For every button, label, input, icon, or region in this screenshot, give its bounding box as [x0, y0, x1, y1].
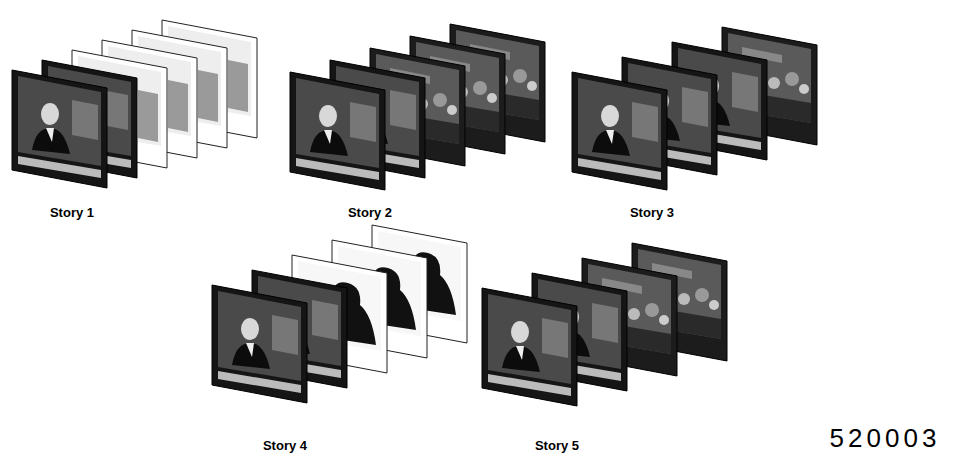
- story-label: Story 2: [348, 205, 392, 220]
- video-frame: [572, 72, 667, 190]
- video-frame: [290, 72, 385, 190]
- frame-stack: [290, 24, 545, 190]
- story-label: Story 5: [535, 438, 579, 453]
- video-frame: [212, 285, 307, 403]
- story-label: Story 4: [263, 438, 307, 453]
- frame-stack: [572, 27, 817, 190]
- story-label: Story 1: [50, 205, 94, 220]
- video-frame: [12, 70, 107, 188]
- document-number: 520003: [830, 423, 941, 454]
- video-frame: [482, 288, 577, 406]
- frame-stack: [482, 243, 727, 406]
- story-label: Story 3: [630, 205, 674, 220]
- frame-stack: [12, 20, 257, 188]
- frame-stack: [212, 225, 467, 403]
